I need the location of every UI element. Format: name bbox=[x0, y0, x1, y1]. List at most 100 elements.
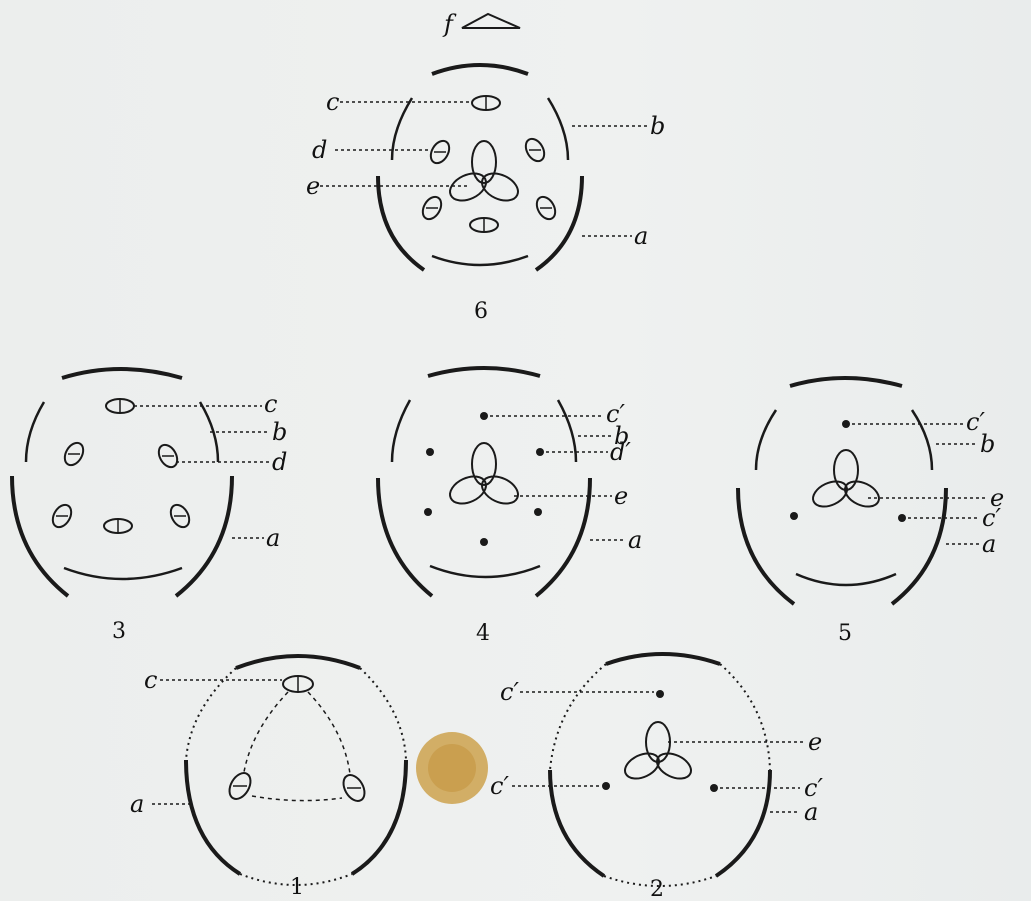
label-4-c-prime: c′ bbox=[606, 400, 625, 428]
inner-arc-left bbox=[390, 399, 412, 463]
dotted-arc-left bbox=[549, 663, 607, 771]
outer-arc-top bbox=[431, 63, 529, 76]
dotted-arc-right bbox=[719, 663, 771, 771]
label-5-e: e bbox=[990, 484, 1004, 512]
label-3-a: a bbox=[266, 524, 280, 552]
label-f: f bbox=[442, 10, 457, 38]
stamen-ll bbox=[421, 195, 443, 221]
dotted-arc-right bbox=[359, 667, 407, 761]
dot-left bbox=[790, 512, 798, 520]
diagram-5: c′ b e c′ a 5 bbox=[736, 376, 1004, 646]
label-1-c: c bbox=[144, 666, 157, 694]
dot-right bbox=[710, 784, 718, 792]
outer-arc-left bbox=[548, 769, 606, 878]
stain-core bbox=[428, 744, 476, 792]
inner-arc-bottom bbox=[63, 566, 183, 581]
ovary-lobe-left bbox=[624, 752, 660, 780]
inner-arc-right bbox=[910, 409, 934, 471]
label-6-a: a bbox=[634, 222, 648, 250]
outer-arc-top bbox=[605, 652, 721, 666]
dashed-link-bottom bbox=[251, 795, 343, 802]
dotted-arc-left bbox=[185, 667, 237, 761]
stamen-ul bbox=[429, 139, 451, 165]
inner-arc-left bbox=[754, 409, 778, 471]
outer-arc-right bbox=[714, 769, 772, 878]
outer-arc-right bbox=[350, 759, 408, 876]
diagram-1: c a 1 bbox=[130, 654, 408, 900]
outer-arc-right bbox=[534, 175, 584, 272]
dot-top bbox=[842, 420, 850, 428]
label-5-c-prime-right: c′ bbox=[982, 504, 1001, 532]
inner-arc-bottom bbox=[429, 564, 541, 579]
label-5-a: a bbox=[982, 530, 996, 558]
dot-bottom bbox=[480, 538, 488, 546]
stamen-right bbox=[342, 774, 366, 802]
dot-ll bbox=[424, 508, 432, 516]
inner-arc-left bbox=[24, 401, 46, 463]
ovary-lobe-top bbox=[471, 140, 497, 184]
label-2-a: a bbox=[804, 798, 818, 826]
triangle-f-icon bbox=[461, 12, 521, 29]
outer-arc-left bbox=[184, 759, 242, 876]
inner-arc-right bbox=[546, 97, 570, 161]
ovary-lobe-top bbox=[645, 721, 671, 763]
label-2-c-prime-right: c′ bbox=[804, 774, 823, 802]
label-3-c: c bbox=[264, 390, 277, 418]
outer-arc-top bbox=[61, 367, 183, 380]
stamen-ur bbox=[157, 443, 179, 469]
outer-arc-left bbox=[376, 175, 426, 272]
figure-number-5: 5 bbox=[838, 621, 852, 646]
label-4-d-prime: d′ bbox=[610, 438, 631, 466]
diagram-4: c′ b d′ e a 4 bbox=[376, 366, 642, 646]
outer-arc-top bbox=[427, 366, 541, 378]
dashed-link-right bbox=[307, 691, 351, 775]
figure-number-3: 3 bbox=[112, 619, 126, 644]
outer-arc-right bbox=[890, 487, 948, 606]
label-4-a: a bbox=[628, 526, 642, 554]
label-6-d: d bbox=[312, 136, 327, 164]
figure-number-6: 6 bbox=[474, 299, 488, 324]
stamen-lr bbox=[169, 503, 191, 529]
dotted-arc-bottom bbox=[239, 873, 353, 886]
ovary-lobe-left bbox=[812, 480, 848, 508]
stamen-ll bbox=[51, 503, 73, 529]
ovary-lobe-right bbox=[844, 480, 880, 508]
dotted-arc-bottom bbox=[603, 875, 717, 887]
label-1-a: a bbox=[130, 790, 144, 818]
dot-ur bbox=[536, 448, 544, 456]
ovary-lobe-right bbox=[481, 172, 519, 202]
label-6-b: b bbox=[650, 112, 665, 140]
outer-arc-left bbox=[376, 477, 434, 598]
label-5-c-prime-top: c′ bbox=[966, 408, 985, 436]
label-6-e: e bbox=[306, 172, 320, 200]
ovary-lobe-left bbox=[449, 172, 487, 202]
dot-top bbox=[656, 690, 664, 698]
ovary-lobe-right bbox=[481, 475, 519, 505]
figure-number-1: 1 bbox=[290, 875, 304, 900]
ovary-lobe-right bbox=[656, 752, 692, 780]
diagram-6: f c d e b a 6 bbox=[306, 10, 665, 324]
stamen-ur bbox=[524, 137, 546, 163]
stamen-ul bbox=[63, 441, 85, 467]
label-4-e: e bbox=[614, 482, 628, 510]
stamen-lr bbox=[535, 195, 557, 221]
figure-number-4: 4 bbox=[476, 621, 490, 646]
inner-arc-right bbox=[556, 399, 578, 463]
label-2-c-prime-left: c′ bbox=[490, 772, 509, 800]
outer-arc-right bbox=[534, 477, 592, 598]
dot-left bbox=[602, 782, 610, 790]
label-5-b: b bbox=[980, 430, 995, 458]
dashed-link-left bbox=[243, 691, 289, 773]
diagram-3: c b d a 3 bbox=[10, 367, 287, 644]
figure-number-2: 2 bbox=[650, 877, 664, 901]
ovary-lobe-top bbox=[471, 442, 497, 486]
outer-arc-right bbox=[174, 475, 234, 598]
inner-arc-left bbox=[390, 97, 414, 161]
label-6-c: c bbox=[326, 88, 339, 116]
outer-arc-top bbox=[789, 376, 903, 388]
outer-arc-top bbox=[235, 654, 361, 670]
inner-arc-bottom bbox=[795, 572, 897, 587]
label-3-b: b bbox=[272, 418, 287, 446]
inner-arc-right bbox=[198, 401, 220, 463]
